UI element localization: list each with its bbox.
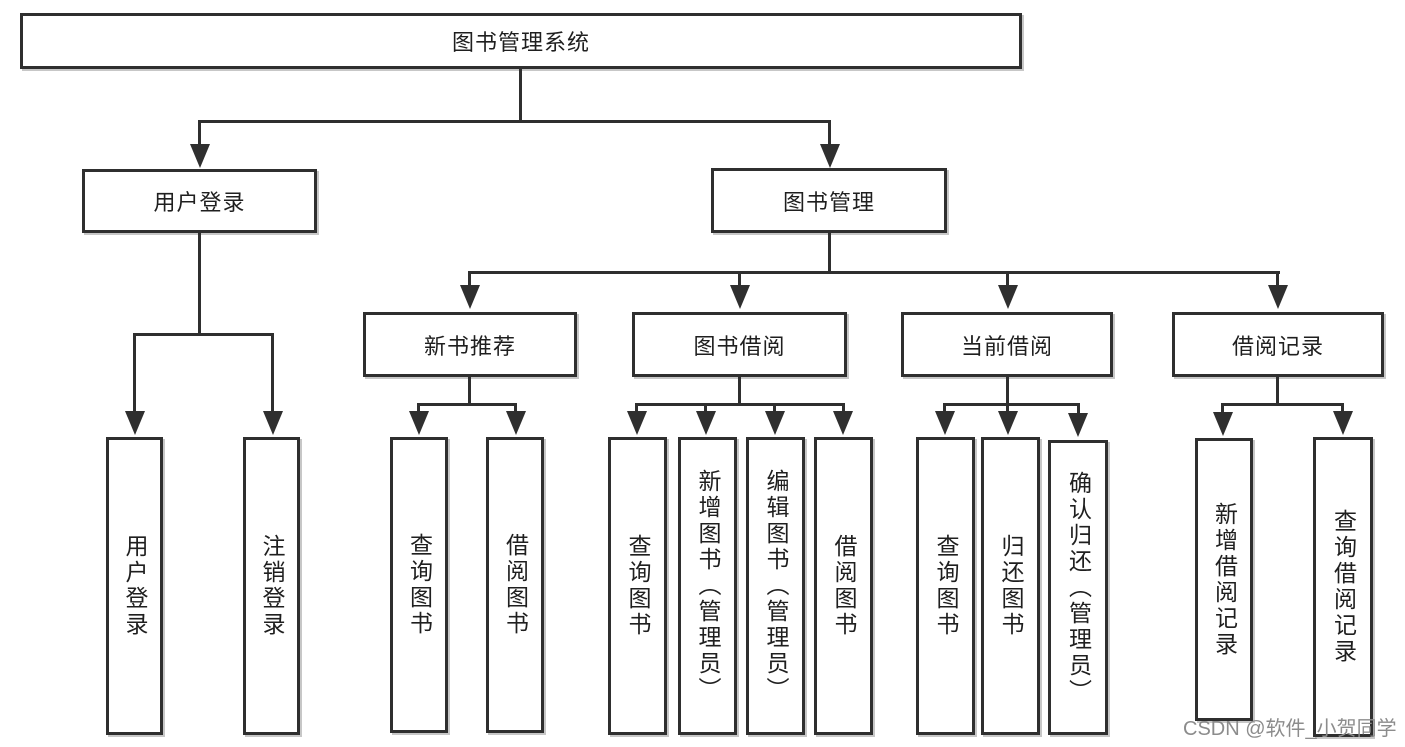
leaf-label: 查询图书	[933, 534, 959, 638]
arrowhead-icon	[1268, 285, 1288, 309]
node-borrowing-records: 借阅记录	[1172, 312, 1384, 377]
connector-leaf-drop	[133, 333, 136, 415]
connector-leaf-drop	[704, 403, 707, 415]
leaf-logout: 注销登录	[243, 437, 300, 735]
connector-root-stem	[519, 69, 522, 122]
arrowhead-icon	[765, 411, 785, 435]
connector-leaf-drop	[773, 403, 776, 415]
node-library-management-system: 图书管理系统	[20, 13, 1022, 69]
connector-leaf-drop	[1341, 403, 1344, 415]
connector-leaf-drop	[417, 403, 420, 415]
connector-new-book-rail	[417, 403, 517, 406]
leaf-label: 借阅图书	[831, 534, 857, 638]
node-new-book-recommendation: 新书推荐	[363, 312, 577, 377]
arrowhead-icon	[998, 411, 1018, 435]
arrowhead-icon	[1333, 411, 1353, 435]
csdn-watermark: CSDN @软件_小贺同学	[1183, 718, 1397, 740]
arrowhead-icon	[460, 285, 480, 309]
connector-leaf-drop	[1006, 403, 1009, 415]
leaf-query-books: 查询图书	[916, 437, 975, 735]
connector-leaf-drop	[1077, 403, 1080, 415]
connector-leaf-drop	[271, 333, 274, 415]
leaf-label: 查询借阅记录	[1330, 509, 1357, 665]
leaf-return-books: 归还图书	[981, 437, 1040, 735]
connector-leaf-drop	[1221, 403, 1224, 415]
arrowhead-icon	[506, 411, 526, 435]
leaf-label: 用户登录	[122, 534, 148, 638]
connector-book-borrow-rail	[635, 403, 845, 406]
arrowhead-icon	[696, 411, 716, 435]
connector-leaf-drop	[842, 403, 845, 415]
connector-book-borrow-drop	[738, 271, 741, 289]
leaf-label: 借阅图书	[502, 533, 529, 637]
arrowhead-icon	[820, 144, 840, 168]
leaf-label: 编辑图书（管理员）	[763, 469, 789, 703]
connector-user-login-drop	[198, 120, 201, 148]
leaf-label: 查询图书	[406, 533, 433, 637]
leaf-label: 新增借阅记录	[1211, 501, 1238, 658]
arrowhead-icon	[1068, 413, 1088, 437]
leaf-add-borrow-record: 新增借阅记录	[1195, 438, 1253, 721]
node-current-borrowing: 当前借阅	[901, 312, 1113, 377]
connector-leaf-drop	[635, 403, 638, 415]
connector-borrow-records-drop	[1276, 271, 1279, 289]
leaf-label: 查询图书	[625, 534, 651, 638]
arrowhead-icon	[1213, 412, 1233, 436]
leaf-add-books-admin: 新增图书（管理员）	[678, 437, 737, 735]
leaf-query-books: 查询图书	[608, 437, 667, 735]
arrowhead-icon	[998, 285, 1018, 309]
arrowhead-icon	[125, 411, 145, 435]
node-user-login: 用户登录	[82, 169, 317, 233]
leaf-label: 归还图书	[998, 534, 1024, 638]
leaf-label: 注销登录	[259, 534, 285, 638]
arrowhead-icon	[730, 285, 750, 309]
leaf-borrow-books: 借阅图书	[486, 437, 544, 733]
arrowhead-icon	[935, 411, 955, 435]
leaf-edit-books-admin: 编辑图书（管理员）	[746, 437, 805, 735]
connector-level1-rail	[198, 120, 831, 123]
leaf-query-borrow-record: 查询借阅记录	[1313, 437, 1373, 737]
connector-book-mgmt-stem	[828, 232, 831, 274]
leaf-query-books: 查询图书	[390, 437, 448, 733]
connector-borrow-records-stem	[1276, 376, 1279, 406]
connector-level3-rail	[468, 271, 1280, 274]
leaf-borrow-books: 借阅图书	[814, 437, 873, 735]
arrowhead-icon	[627, 411, 647, 435]
leaf-confirm-return-admin: 确认归还（管理员）	[1048, 440, 1108, 735]
arrowhead-icon	[833, 411, 853, 435]
connector-user-login-rail	[133, 333, 274, 336]
connector-current-borrow-drop	[1006, 271, 1009, 289]
connector-book-borrow-stem	[738, 376, 741, 406]
arrowhead-icon	[409, 411, 429, 435]
leaf-label: 新增图书（管理员）	[695, 469, 721, 703]
connector-borrow-records-rail	[1221, 403, 1344, 406]
connector-new-book-drop	[468, 271, 471, 289]
arrowhead-icon	[190, 144, 210, 168]
arrowhead-icon	[263, 411, 283, 435]
leaf-label: 确认归还（管理员）	[1065, 470, 1092, 705]
connector-leaf-drop	[514, 403, 517, 415]
connector-new-book-stem	[468, 376, 471, 406]
connector-current-borrow-stem	[1006, 376, 1009, 406]
connector-leaf-drop	[943, 403, 946, 415]
node-book-management: 图书管理	[711, 168, 947, 233]
connector-current-borrow-rail	[943, 403, 1080, 406]
node-book-borrowing: 图书借阅	[632, 312, 847, 377]
leaf-user-login: 用户登录	[106, 437, 163, 735]
connector-user-login-stem	[198, 232, 201, 336]
connector-book-mgmt-drop	[828, 120, 831, 148]
